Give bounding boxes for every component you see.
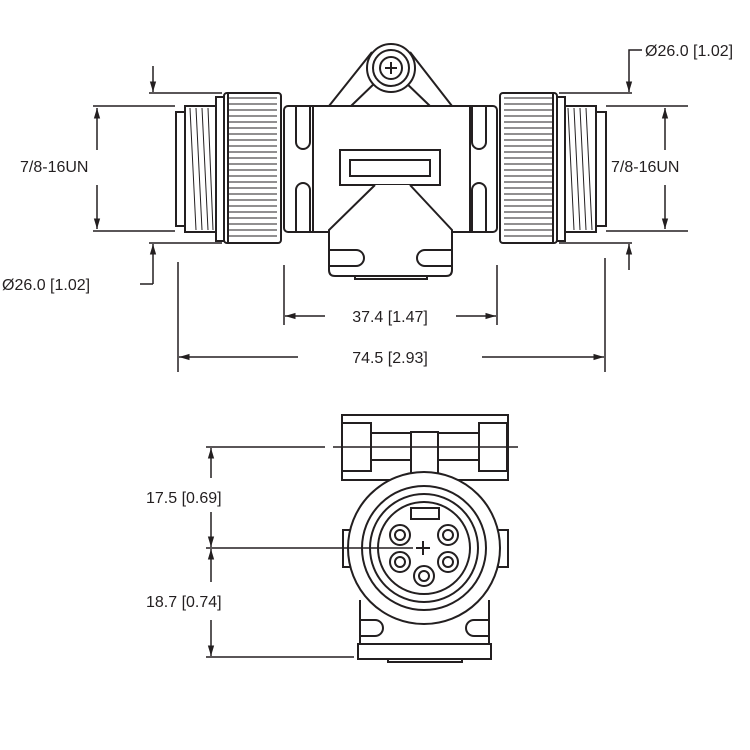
top-view: 7/8-16UN Ø26.0 [1.02] 7/8-16UN Ø26.0 [1.… (2, 43, 733, 372)
lower-height-label: 18.7 [0.74] (146, 594, 222, 611)
right-diameter-label: Ø26.0 [1.02] (645, 43, 733, 60)
right-thread-label: 7/8-16UN (611, 159, 679, 176)
left-diameter-label: Ø26.0 [1.02] (2, 277, 90, 294)
contact-pins (389, 524, 459, 587)
left-dimensions: 7/8-16UN Ø26.0 [1.02] (2, 66, 222, 294)
overall-length-label: 74.5 [2.93] (352, 350, 428, 367)
coding-key (410, 507, 440, 520)
label-window (339, 149, 441, 186)
end-dimensions: 17.5 [0.69] 18.7 [0.74] (146, 446, 518, 658)
length-dimensions: 37.4 [1.47] 74.5 [2.93] (177, 258, 606, 372)
left-connector (175, 92, 282, 244)
upper-height-label: 17.5 [0.69] (146, 490, 222, 507)
tee-body (283, 105, 498, 280)
end-view: 17.5 [0.69] 18.7 [0.74] (146, 414, 518, 663)
mounting-ear (328, 43, 453, 107)
left-thread-label: 7/8-16UN (20, 159, 88, 176)
right-dimensions: 7/8-16UN Ø26.0 [1.02] (559, 43, 733, 270)
right-connector (499, 92, 607, 244)
center-mark-icon (416, 541, 430, 555)
end-body (342, 471, 509, 663)
inner-length-label: 37.4 [1.47] (352, 309, 428, 326)
screw-icon (385, 62, 397, 74)
